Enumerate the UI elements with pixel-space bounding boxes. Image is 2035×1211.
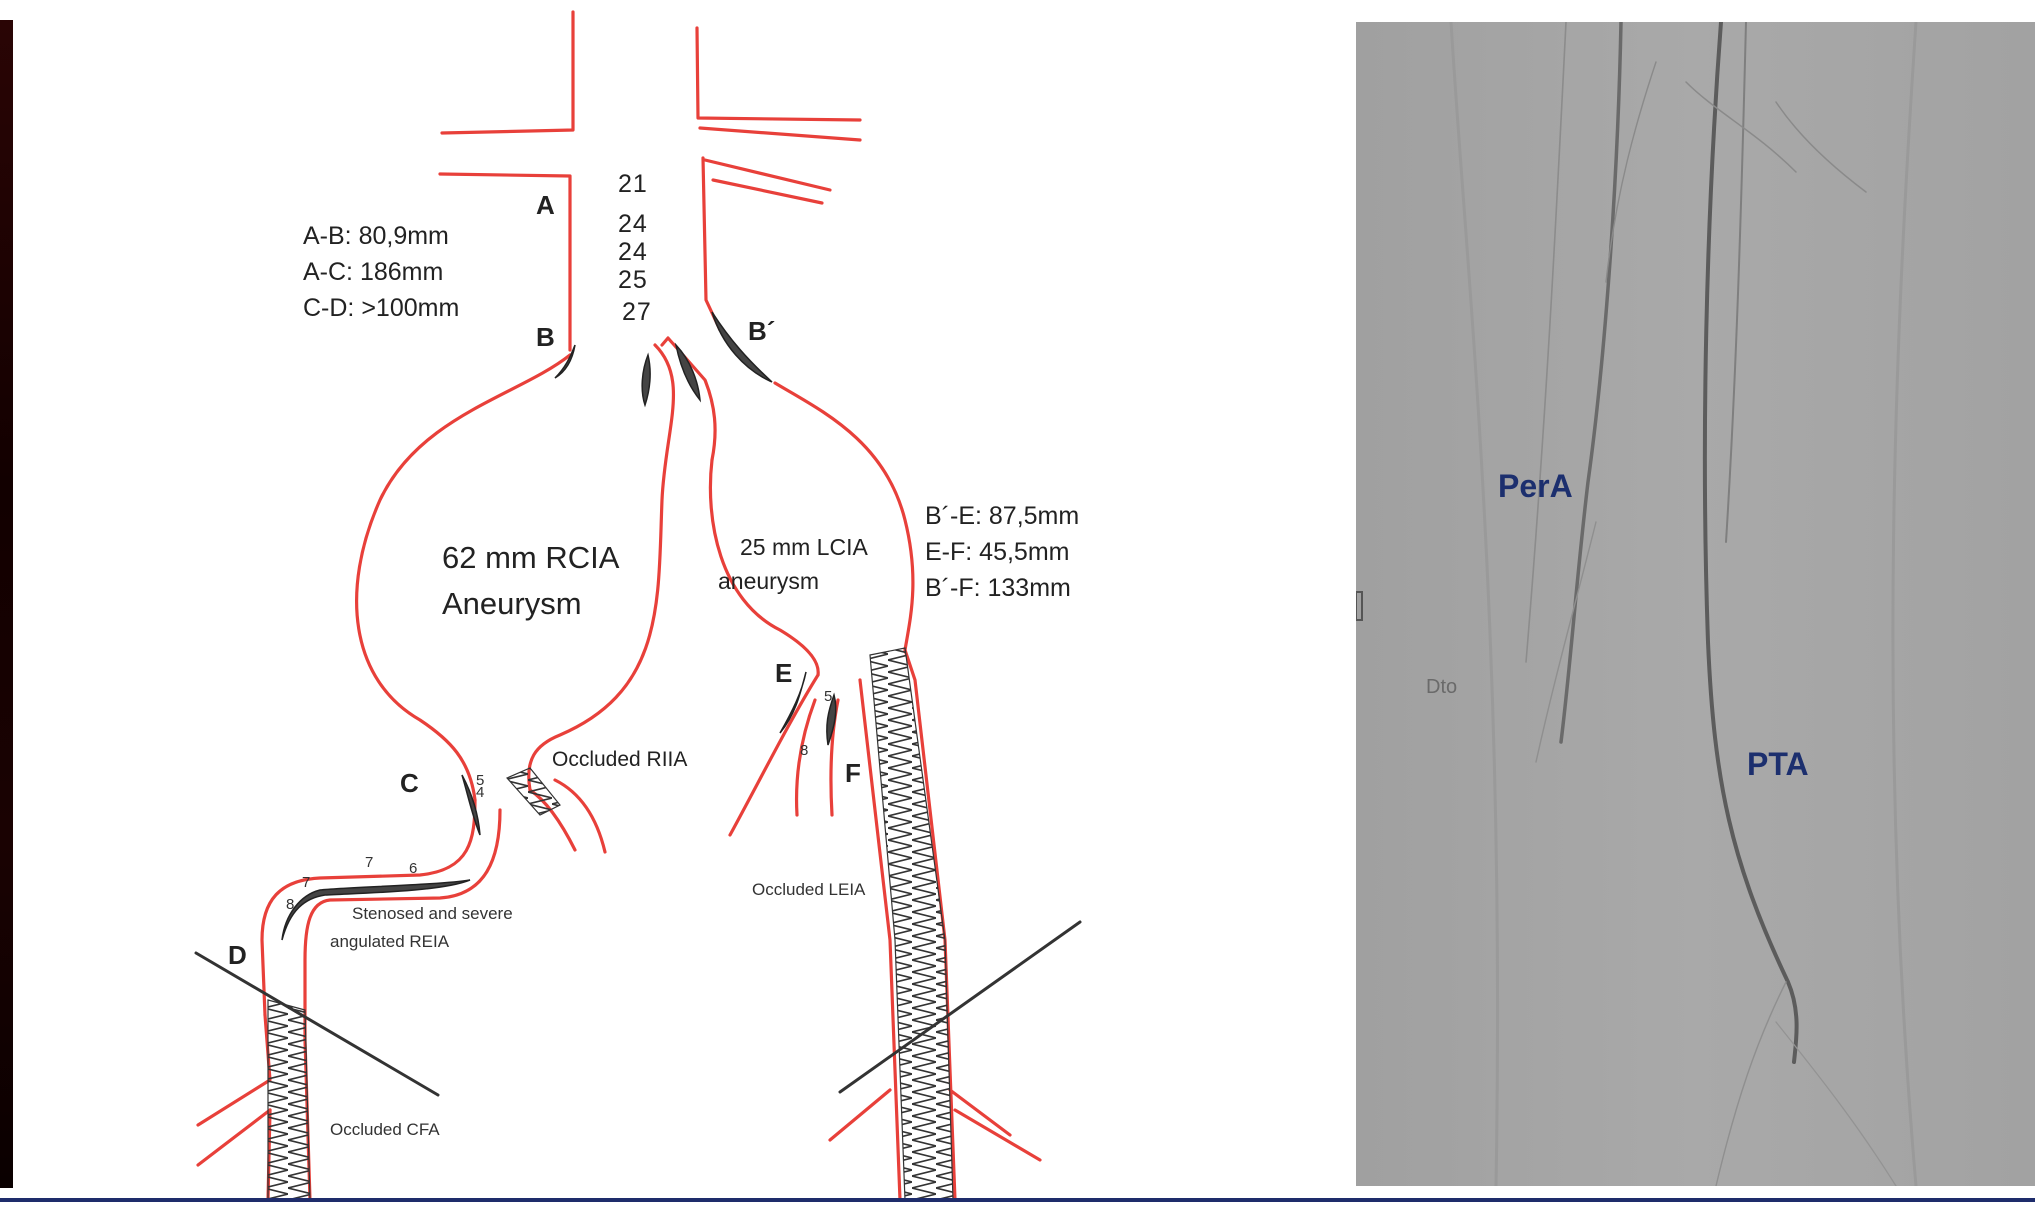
aorto-iliac-diagram: A B B´ C D E F 21 24 24 25 27 A-B: 80,9m… <box>0 0 1340 1206</box>
occluded-cfa-label: Occluded CFA <box>330 1120 440 1140</box>
point-label-b-prime: B´ <box>748 316 775 347</box>
rcia-outer <box>357 355 570 800</box>
cut-line-right <box>196 953 438 1095</box>
measurement-ac: A-C: 186mm <box>303 258 443 287</box>
reia-number-6: 6 <box>409 860 417 877</box>
left-limb-branch-right2 <box>955 1110 1040 1160</box>
measurement-ef: E-F: 45,5mm <box>925 538 1069 567</box>
branch-right-lower-a <box>705 160 830 190</box>
lcia-label-line1: 25 mm LCIA <box>740 534 868 561</box>
bottom-divider <box>0 1198 2035 1202</box>
reia-number-7a: 7 <box>365 854 373 871</box>
diameter-2: 24 <box>618 210 648 239</box>
dto-label: Dto <box>1426 676 1457 699</box>
stenosed-reia-line2: angulated REIA <box>330 932 449 952</box>
occluded-leia-label: Occluded LEIA <box>752 880 865 900</box>
c-number-mid: 4 <box>476 784 484 801</box>
riia-lower <box>555 780 605 852</box>
measurement-bf: B´-F: 133mm <box>925 574 1071 603</box>
measurement-ab: A-B: 80,9mm <box>303 222 449 251</box>
cut-line-left <box>840 922 1080 1092</box>
reia-number-8: 8 <box>286 896 294 913</box>
point-label-b: B <box>536 322 555 353</box>
pta-label: PTA <box>1747 746 1809 783</box>
pera-label: PerA <box>1498 468 1573 505</box>
vessel-drawing <box>0 0 1340 1206</box>
rcia-label-line1: 62 mm RCIA <box>442 540 619 576</box>
diameter-4: 25 <box>618 266 648 295</box>
diameter-1: 21 <box>618 170 648 199</box>
angio-background <box>1356 22 2035 1186</box>
occlusion-hatching <box>268 648 953 1200</box>
point-label-c: C <box>400 768 419 799</box>
aorta-left-wall-top <box>442 12 573 133</box>
reia-number-7b: 7 <box>302 874 310 891</box>
diameter-3: 24 <box>618 238 648 267</box>
branch-right-upper <box>700 128 860 140</box>
angiogram-drawing <box>1356 22 2035 1186</box>
diameter-5: 27 <box>622 298 652 327</box>
stenosed-reia-line1: Stenosed and severe <box>352 904 513 924</box>
point-label-d: D <box>228 940 247 971</box>
point-label-f: F <box>845 758 861 789</box>
measurement-be: B´-E: 87,5mm <box>925 502 1079 531</box>
point-label-a: A <box>536 190 555 221</box>
rcia-label-line2: Aneurysm <box>442 586 582 622</box>
aorta-right-wall <box>703 158 720 330</box>
lcia-label-line2: aneurysm <box>718 568 819 595</box>
measurement-cd: C-D: >100mm <box>303 294 459 323</box>
aorta-right-wall-top <box>697 28 860 120</box>
cfa-left-outer <box>198 1015 270 1125</box>
e-number-8: 8 <box>800 742 808 759</box>
occluded-riia-label: Occluded RIIA <box>552 748 687 772</box>
lcia-outer <box>775 383 913 650</box>
point-label-e: E <box>775 658 792 689</box>
left-limb-branch-left <box>830 1090 890 1140</box>
angiogram-image: PerA PTA Dto <box>1356 22 2035 1186</box>
e-number-5: 5 <box>824 688 832 705</box>
